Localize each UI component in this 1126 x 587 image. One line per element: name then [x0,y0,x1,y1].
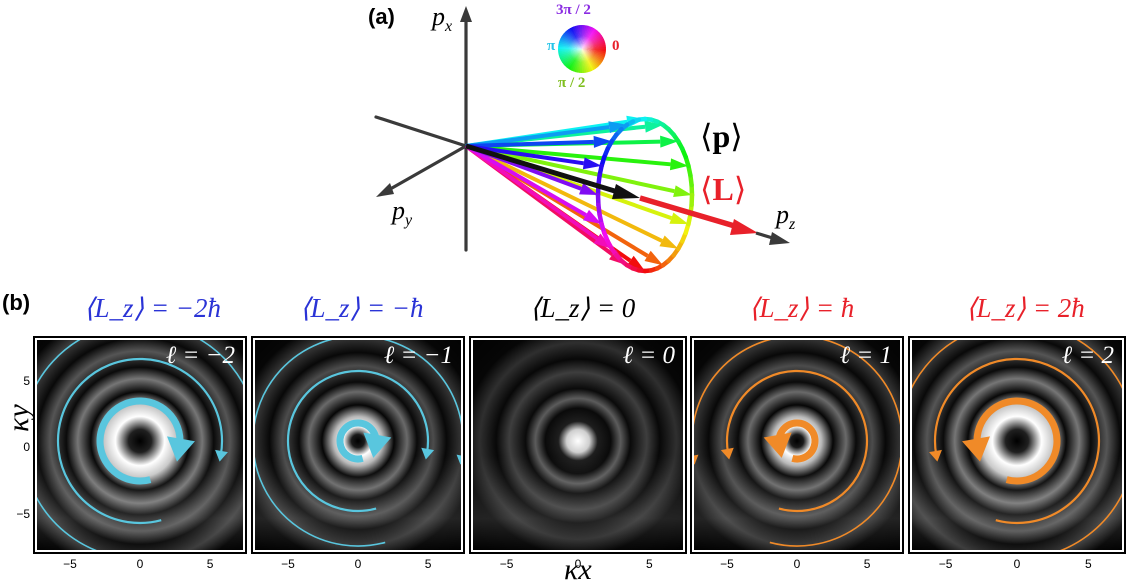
x-tick-label: 5 [864,557,871,571]
x-tick-label: 0 [355,557,362,571]
momentum-arrowhead [659,235,678,248]
panel-title: ⟨L_z⟩ = −2ħ [84,293,221,324]
y-axis-label: κy [2,404,36,432]
mean-momentum-label: ⟨p⟩ [700,117,743,155]
intensity-panel: ℓ = −1 [251,336,465,554]
x-tick-label: 5 [425,557,432,571]
x-tick-label: 0 [1014,557,1021,571]
y-tick-label: 0 [23,440,30,454]
mean-momentum-arrowhead [612,184,640,199]
oam-arrowhead [730,219,758,235]
momentum-arrowhead [644,251,663,265]
phase-label-pi: π [547,38,555,55]
momentum-diagram [0,0,1126,290]
mode-index-label: ℓ = 1 [840,342,892,370]
x-tick-label: −5 [939,557,953,571]
intensity-shading [37,340,243,550]
x-tick-label: −5 [281,557,295,571]
px-axis-arrowhead [460,6,472,22]
x-tick-label: −5 [63,557,77,571]
intensity-shading [912,340,1122,550]
intensity-panel: ℓ = −2 [33,336,247,554]
y-tick-label: 5 [23,374,30,388]
panel-title: ⟨L_z⟩ = 0 [530,293,635,324]
py-axis-arrowhead [376,183,394,197]
panel-title: ⟨L_z⟩ = −ħ [300,293,424,324]
axes-3d [376,6,472,250]
intensity-image [255,340,461,550]
py-axis-back [376,117,466,146]
intensity-panel: ℓ = 1 [690,336,904,554]
py-axis-label: py [392,196,412,230]
x-tick-label: 5 [1085,557,1092,571]
px-axis-label: px [432,2,452,36]
panel-b-label: (b) [2,290,30,316]
y-tick-label: −5 [16,507,30,521]
momentum-arrowhead [673,185,692,197]
py-axis [385,146,466,192]
phase-label-pi-2: π / 2 [558,75,585,92]
phase-label-0: 0 [612,38,620,55]
mode-index-label: ℓ = 2 [1062,342,1114,370]
x-tick-label: −5 [500,557,514,571]
intensity-image [694,340,900,550]
intensity-image [912,340,1122,550]
mode-index-label: ℓ = −1 [384,342,453,370]
x-axis-label: κx [564,553,592,587]
mean-oam-label: ⟨L⟩ [700,170,746,208]
x-tick-label: 5 [646,557,653,571]
panel-title: ⟨L_z⟩ = 2ħ [966,293,1085,324]
phase-label-3pi-2: 3π / 2 [556,2,591,19]
x-tick-label: 0 [137,557,144,571]
mode-index-label: ℓ = −2 [166,342,235,370]
panel-title: ⟨L_z⟩ = ħ [749,293,854,324]
x-tick-label: −5 [720,557,734,571]
x-tick-label: 0 [794,557,801,571]
wheel-center-glow [558,25,606,73]
intensity-shading [473,340,683,550]
mode-index-label: ℓ = 0 [623,342,675,370]
intensity-image [37,340,243,550]
pz-axis-label: pz [776,200,795,234]
intensity-panel: ℓ = 0 [469,336,687,554]
intensity-image [473,340,683,550]
intensity-panel: ℓ = 2 [908,336,1126,554]
phase-color-wheel [558,25,606,73]
x-tick-label: 5 [207,557,214,571]
